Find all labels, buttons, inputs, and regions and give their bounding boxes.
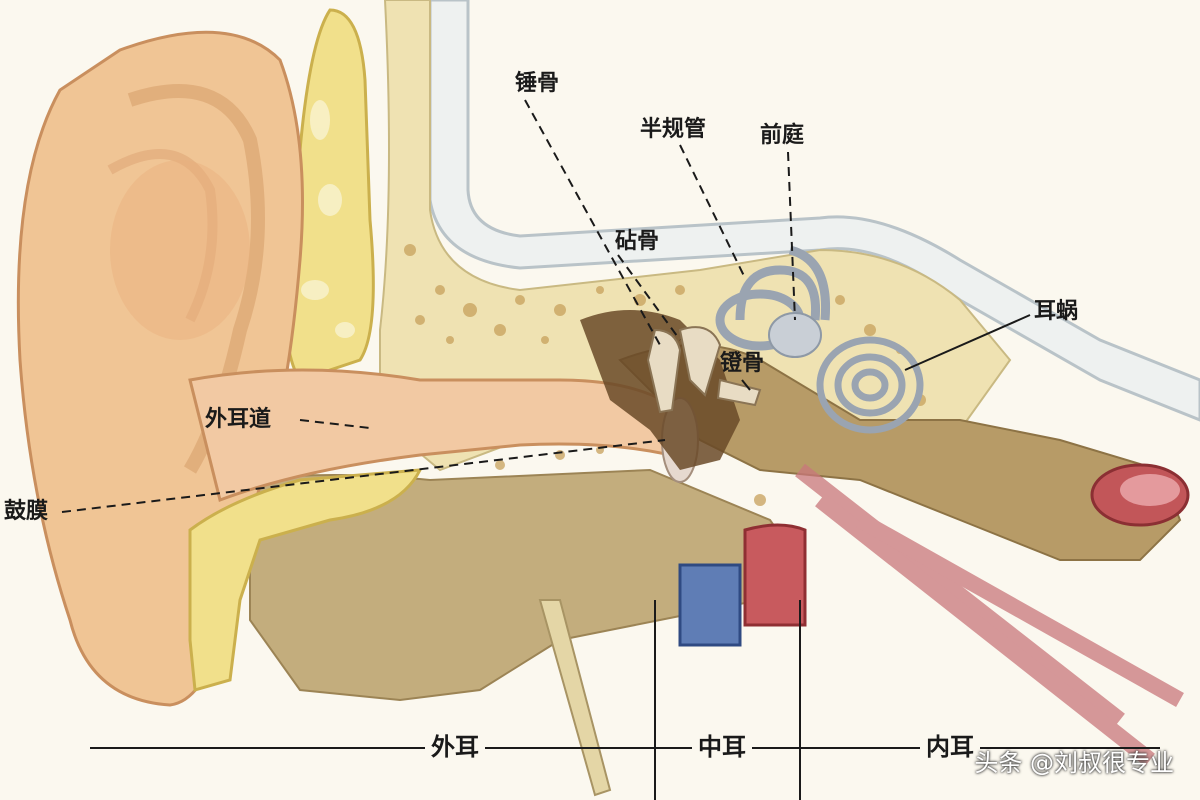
label-semicircular-canals: 半规管: [640, 116, 707, 142]
section-outer-ear: 外耳: [425, 735, 485, 759]
watermark: 头条 @刘叔很专业: [974, 749, 1174, 777]
label-vestibule: 前庭: [760, 122, 805, 148]
artery: [743, 523, 807, 627]
lower-cartilage: [188, 468, 423, 692]
pointer-lines: [61, 99, 1031, 513]
vestibule-body: [768, 312, 822, 358]
bone-pores: [404, 244, 926, 524]
cochlea-spiral: [816, 336, 924, 434]
section-middle-ear: 中耳: [692, 735, 752, 759]
malleus-bone: [646, 328, 682, 414]
lower-tissue: [249, 468, 784, 702]
label-malleus: 锤骨: [515, 70, 560, 96]
muscle-strands: [795, 463, 1184, 767]
label-incus: 砧骨: [615, 228, 660, 254]
skull-bone-lining: [428, 0, 1200, 422]
section-inner-ear: 内耳: [920, 735, 980, 759]
incus-bone: [678, 326, 722, 397]
label-cochlea: 耳蜗: [1034, 298, 1079, 324]
styloid-process: [538, 599, 612, 797]
vein: [678, 563, 742, 647]
label-stapes: 镫骨: [720, 350, 765, 376]
label-ear-canal: 外耳道: [205, 406, 272, 432]
label-eardrum: 鼓膜: [4, 498, 49, 524]
temporal-bone: [379, 0, 1012, 472]
section-bracket: [90, 600, 1160, 800]
